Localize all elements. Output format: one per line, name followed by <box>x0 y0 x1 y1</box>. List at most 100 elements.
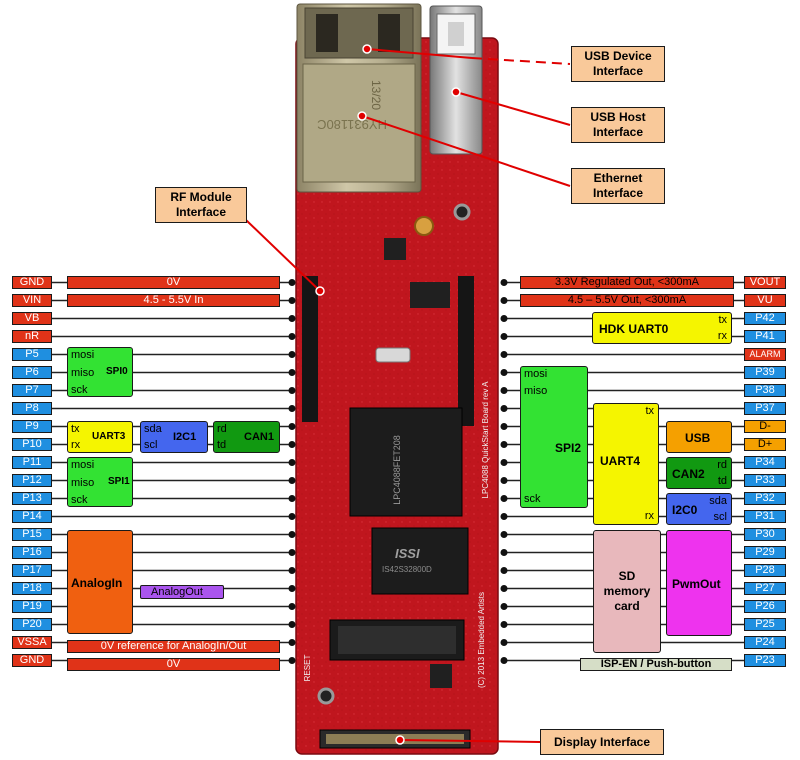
right-header <box>458 276 474 426</box>
spi1-sck: sck <box>71 494 88 506</box>
right-pin-dot <box>500 549 508 556</box>
left-pin-dot <box>288 405 296 412</box>
callout-usb-device: USB Device Interface <box>571 46 665 82</box>
bar-right-vout: 3.3V Regulated Out, <300mA <box>520 276 734 289</box>
can2-title: CAN2 <box>672 467 705 481</box>
spi0-miso: miso <box>71 367 95 379</box>
right-pin-label: P24 <box>744 636 786 649</box>
left-pin-dot <box>288 639 296 646</box>
right-pin-dot <box>500 657 508 664</box>
right-pin-label: P34 <box>744 456 786 469</box>
jtag-connector <box>329 619 465 661</box>
left-pin-dot <box>288 351 296 358</box>
silk-reset: RESET <box>303 655 312 682</box>
left-pin-dot <box>288 585 296 592</box>
can1-td: td <box>217 439 227 451</box>
small-chip-3 <box>430 664 452 688</box>
right-pin-label: P23 <box>744 654 786 667</box>
block-can1: rd td CAN1 <box>213 421 280 453</box>
ethernet-jack: HY931180C 13/20 <box>296 3 422 193</box>
right-pin-dot <box>500 567 508 574</box>
left-pin-dot <box>288 279 296 286</box>
can2-td: td <box>717 475 727 487</box>
pin-dots <box>288 279 508 664</box>
right-pin-dot <box>500 513 508 520</box>
uart3-title: UART3 <box>92 431 126 442</box>
block-i2c0: I2C0 sda scl <box>666 493 732 525</box>
callout-wires <box>245 48 571 743</box>
spi2-sck: sck <box>524 493 541 505</box>
analogin-title: AnalogIn <box>71 576 123 590</box>
right-pin-label: P30 <box>744 528 786 541</box>
left-pin-dot <box>288 387 296 394</box>
left-pin-label: P13 <box>12 492 52 505</box>
small-chip-2 <box>410 282 450 308</box>
main-chip-label: LPC4088FET208 <box>392 435 402 505</box>
rj45-date-label: 13/20 <box>369 80 383 110</box>
callout-usb-host: USB Host Interface <box>571 107 665 143</box>
left-pin-dot <box>288 315 296 322</box>
left-pin-dot <box>288 369 296 376</box>
block-analogout: AnalogOut <box>140 585 224 599</box>
pwmout-title: PwmOut <box>672 577 721 591</box>
right-pin-dot <box>500 351 508 358</box>
spi1-miso: miso <box>71 477 95 489</box>
usb-data-pin-tag: D- <box>744 420 786 433</box>
right-pin-dot <box>500 369 508 376</box>
block-uart4: tx UART4 rx <box>593 403 659 525</box>
right-pin-dot <box>500 477 508 484</box>
analogout-title: AnalogOut <box>151 586 203 598</box>
right-pin-label: P32 <box>744 492 786 505</box>
left-pin-dot <box>288 621 296 628</box>
left-pin-label: P18 <box>12 582 52 595</box>
right-pin-dot <box>500 297 508 304</box>
block-pwmout: PwmOut <box>666 530 732 636</box>
right-pin-dot <box>500 603 508 610</box>
bar-right-isp: ISP-EN / Push-button <box>580 658 732 671</box>
right-pin-label: P41 <box>744 330 786 343</box>
right-pin-label: VU <box>744 294 786 307</box>
usb-title: USB <box>685 431 711 445</box>
bar-right-vu: 4.5 – 5.5V Out, <300mA <box>520 294 734 307</box>
left-pin-dot <box>288 477 296 484</box>
bar-left-vssa: 0V reference for AnalogIn/Out <box>67 640 280 653</box>
hdk-uart0-title: HDK UART0 <box>599 322 669 336</box>
right-pin-label: P33 <box>744 474 786 487</box>
left-pin-dot <box>288 423 296 430</box>
right-pin-dot <box>500 531 508 538</box>
left-pin-label: P9 <box>12 420 52 433</box>
right-pin-dot <box>500 585 508 592</box>
block-analogin: AnalogIn <box>67 530 133 634</box>
memory-chip-part: IS42S32800D <box>382 565 432 574</box>
i2c1-title: I2C1 <box>173 431 197 443</box>
left-pin-label: P16 <box>12 546 52 559</box>
left-pin-dot <box>288 657 296 664</box>
right-pin-label: P25 <box>744 618 786 631</box>
block-spi1: mosi miso sck SPI1 <box>67 457 133 507</box>
i2c0-scl: scl <box>713 511 727 523</box>
right-pin-dot <box>500 405 508 412</box>
left-pin-label: VSSA <box>12 636 52 649</box>
left-pin-dot <box>288 513 296 520</box>
left-pin-dot <box>288 297 296 304</box>
usb-host-jack <box>429 5 483 155</box>
callout-ethernet: Ethernet Interface <box>571 168 665 204</box>
can2-rd: rd <box>717 459 727 471</box>
callout-rf-module: RF Module Interface <box>155 187 247 223</box>
left-pin-label: P5 <box>12 348 52 361</box>
left-pin-label: P19 <box>12 600 52 613</box>
small-chip-1 <box>384 238 406 260</box>
block-uart3: tx rx UART3 <box>67 421 133 453</box>
left-pin-label: P7 <box>12 384 52 397</box>
mount-hole <box>414 216 434 236</box>
left-pin-dot <box>288 603 296 610</box>
right-pin-dot <box>500 315 508 322</box>
right-pin-label: P39 <box>744 366 786 379</box>
block-usb: USB <box>666 421 732 453</box>
right-pin-label: P31 <box>744 510 786 523</box>
left-pin-label: P20 <box>12 618 52 631</box>
left-pin-label: GND <box>12 654 52 667</box>
rj45-part-label: HY931180C <box>317 117 387 132</box>
block-spi0: mosi miso sck SPI0 <box>67 347 133 397</box>
right-pin-dot <box>500 441 508 448</box>
